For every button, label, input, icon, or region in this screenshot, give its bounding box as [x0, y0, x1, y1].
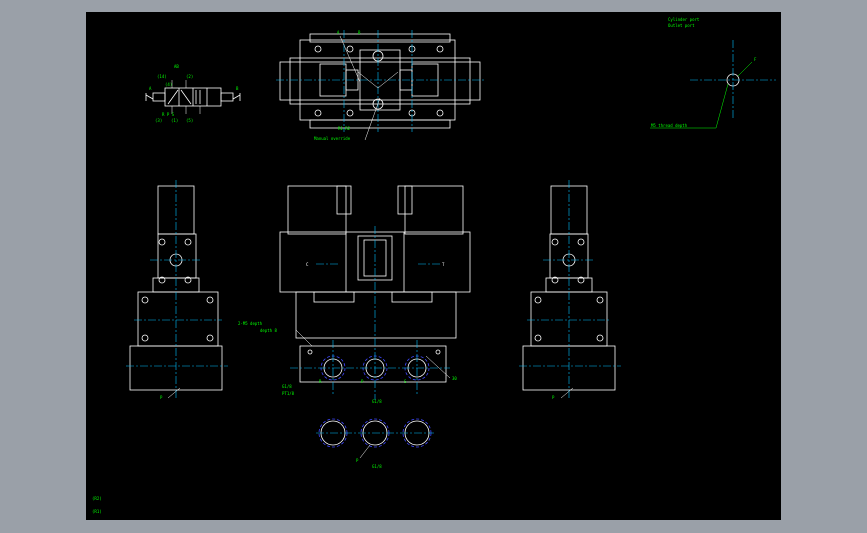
right-side-view: P — [519, 180, 621, 400]
left-side-label: P — [160, 395, 163, 400]
coil-left-label: C — [306, 262, 309, 267]
symbol-4-label: (4) — [165, 82, 172, 87]
coil-right-label: T — [442, 262, 445, 267]
symbol-1-label: (1) — [171, 118, 178, 123]
top-view-ports-label: R1 R2 — [338, 126, 351, 131]
symbol-5-label: (5) — [186, 118, 193, 123]
drawing-sheet — [86, 12, 781, 520]
symbol-right-label: (2) — [186, 74, 193, 79]
front-note-1: 2-M5 depth — [238, 321, 263, 326]
valve-symbol: AB (14) (2) A B (4) R P S (3) (1) (5) — [145, 64, 241, 123]
port-size-a: G1/8 — [282, 384, 292, 389]
symbol-a-label: A — [149, 86, 152, 91]
symbol-left-label: (14) — [157, 74, 167, 79]
front-view: C T 2-M5 depth depth 8 G1/8 PT1/8 R P S … — [238, 185, 471, 404]
corner-label-2: (R1) — [92, 509, 102, 514]
symbol-3-label: (3) — [155, 118, 162, 123]
bottom-label-2: G1/8 — [372, 464, 382, 469]
detail-note-1: Cylinder port — [668, 17, 700, 22]
detail-note-2: Outlet port — [668, 23, 695, 28]
detail-view: Cylinder port Outlet port F M5 thread de… — [650, 17, 776, 129]
detail-leader: M5 thread depth — [651, 123, 688, 128]
symbol-top-label: AB — [174, 64, 179, 69]
right-dim: 30 — [452, 376, 457, 381]
front-note-2: depth 8 — [260, 328, 277, 333]
bottom-port-view: P G1/8 — [316, 418, 434, 469]
top-view-a-label: A — [337, 30, 340, 35]
symbol-b-label: B — [236, 86, 239, 91]
port-s-label: S — [404, 379, 407, 384]
port-size-b: PT1/8 — [282, 391, 295, 396]
symbol-ports-label: R P S — [162, 112, 175, 117]
corner-label-1: (R2) — [92, 496, 102, 501]
left-side-view: P — [126, 180, 228, 400]
top-view-b-label: B — [358, 30, 361, 35]
right-side-label: P — [552, 395, 555, 400]
bottom-label-1: G1/8 — [372, 399, 382, 404]
top-view: A B R1 R2 Manual override — [276, 30, 484, 141]
top-view-note: Manual override — [314, 136, 351, 141]
bottom-view-p-label: P — [356, 458, 359, 463]
port-r-label: R — [319, 379, 322, 384]
port-p-label: P — [361, 379, 364, 384]
detail-label: F — [754, 57, 757, 62]
